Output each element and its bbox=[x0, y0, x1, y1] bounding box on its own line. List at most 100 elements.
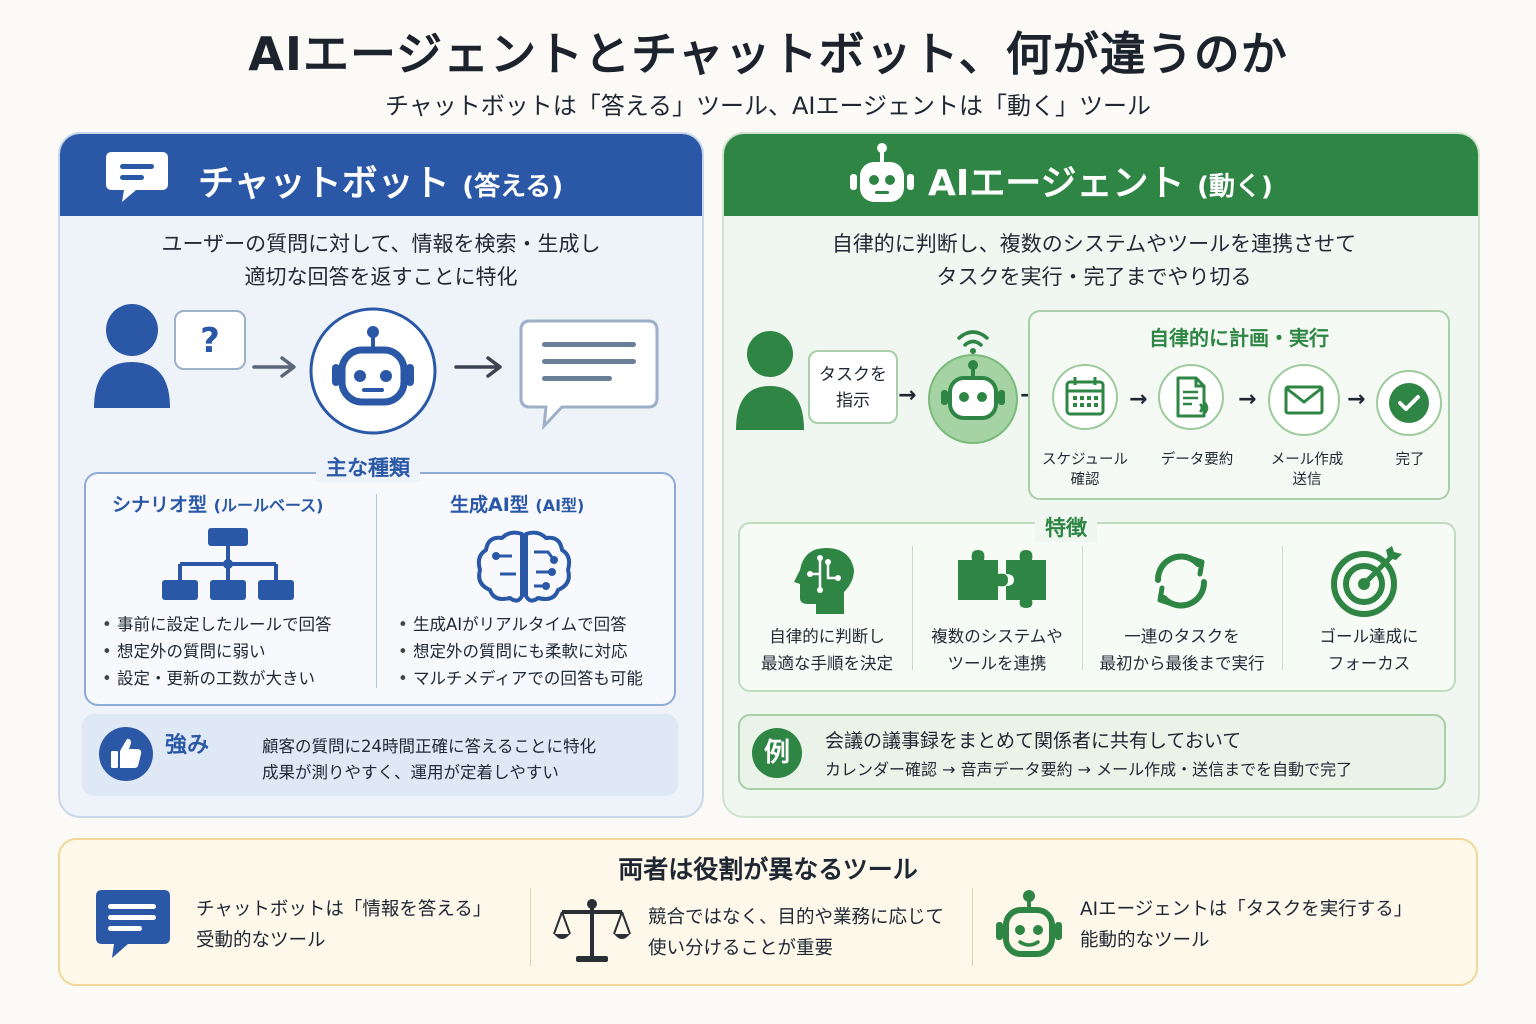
feature-line1: 複数のシステムや bbox=[931, 627, 1063, 646]
example-badge: 例 bbox=[752, 728, 802, 778]
scenario-title-text: シナリオ型 bbox=[112, 494, 208, 516]
feature-text: 一連のタスクを 最初から最後まで実行 bbox=[1084, 623, 1280, 677]
page-subtitle: チャットボットは「答える」ツール、AIエージェントは「動く」ツール bbox=[384, 92, 1152, 120]
robot-icon bbox=[309, 307, 437, 435]
list-item: マルチメディアでの回答も可能 bbox=[398, 665, 643, 692]
feature-line1: ゴール達成に bbox=[1319, 627, 1419, 646]
summary-line1: チャットボットは「情報を答える」 bbox=[196, 899, 492, 920]
feature-line2: 最適な手順を決定 bbox=[761, 654, 893, 673]
feature-line1: 一連のタスクを bbox=[1124, 627, 1240, 646]
strength-line1: 顧客の質問に24時間正確に答えることに特化 bbox=[262, 737, 597, 756]
agent-lead-line1: 自律的に判断し、複数のシステムやツールを連携させて bbox=[831, 232, 1357, 256]
list-item: 設定・更新の工数が大きい bbox=[102, 665, 331, 692]
chatbot-lead-line2: 適切な回答を返すことに特化 bbox=[244, 265, 518, 289]
step-label-done: 完了 bbox=[1370, 450, 1450, 470]
list-item: 生成AIがリアルタイムで回答 bbox=[398, 611, 643, 638]
feature-text: 複数のシステムや ツールを連携 bbox=[914, 623, 1080, 677]
agent-heading-text: AIエージェント bbox=[928, 163, 1185, 204]
list-item: 事前に設定したルールで回答 bbox=[102, 611, 332, 638]
step-mail bbox=[1268, 364, 1340, 436]
summary-divider bbox=[530, 888, 531, 966]
feature-divider bbox=[1282, 546, 1283, 670]
strength-box bbox=[82, 714, 678, 796]
step-done bbox=[1376, 370, 1442, 436]
arrow-right-icon: → bbox=[1347, 387, 1366, 412]
feature-text: ゴール達成に フォーカス bbox=[1284, 623, 1454, 677]
chatbot-header: チャットボット (答える) bbox=[60, 134, 702, 216]
instruction-line1: タスクを bbox=[819, 365, 887, 385]
chatbot-lead: ユーザーの質問に対して、情報を検索・生成し 適切な回答を返すことに特化 bbox=[58, 228, 704, 294]
summary-divider bbox=[972, 888, 973, 966]
step-label-schedule: スケジュール 確認 bbox=[1030, 450, 1140, 490]
feature-line2: フォーカス bbox=[1327, 654, 1411, 673]
ai-robot-wifi-icon bbox=[928, 330, 1018, 444]
user-icon bbox=[94, 304, 170, 408]
scenario-title-sub: (ルールベース) bbox=[213, 496, 324, 515]
chat-bubble-icon bbox=[106, 152, 168, 202]
generative-title-sub: (AI型) bbox=[535, 496, 585, 515]
features-box bbox=[738, 522, 1456, 692]
summary-agent-text: AIエージェントは「タスクを実行する」 能動的なツール bbox=[1080, 894, 1412, 956]
summary-line2: 受動的なツール bbox=[196, 930, 326, 951]
summary-line1: 競合ではなく、目的や業務に応じて bbox=[648, 907, 945, 928]
document-audio-icon bbox=[1176, 376, 1209, 418]
generative-title-text: 生成AI型 bbox=[450, 494, 529, 516]
scenario-title: シナリオ型 (ルールベース) bbox=[112, 490, 323, 517]
page-title: AIエージェントとチャットボット、何が違うのか bbox=[248, 27, 1288, 81]
check-circle-icon bbox=[1389, 383, 1429, 423]
summary-line2: 能動的なツール bbox=[1080, 930, 1210, 951]
step-summary bbox=[1158, 364, 1224, 430]
balance-scale-icon bbox=[553, 899, 631, 962]
instruction-bubble: タスクを 指示 bbox=[808, 350, 898, 424]
question-mark: ? bbox=[200, 321, 220, 361]
step-label-summary: データ要約 bbox=[1142, 450, 1252, 470]
list-item: 想定外の質問にも柔軟に対応 bbox=[398, 638, 643, 665]
summary-title: 両者は役割が異なるツール bbox=[618, 855, 918, 884]
generative-title: 生成AI型 (AI型) bbox=[450, 490, 584, 517]
agent-lead: 自律的に判断し、複数のシステムやツールを連携させて タスクを実行・完了までやり切… bbox=[722, 228, 1466, 294]
strength-line2: 成果が測りやすく、運用が定着しやすい bbox=[262, 763, 559, 782]
arrow-right-icon: → bbox=[1129, 387, 1148, 412]
summary-line1: AIエージェントは「タスクを実行する」 bbox=[1080, 899, 1413, 920]
question-bubble: ? bbox=[174, 310, 246, 370]
target-icon bbox=[1331, 546, 1402, 617]
types-label: 主な種類 bbox=[316, 452, 420, 482]
generative-bullets: 生成AIがリアルタイムで回答 想定外の質問にも柔軟に対応 マルチメディアでの回答… bbox=[398, 611, 643, 692]
feature-line2: ツールを連携 bbox=[947, 654, 1047, 673]
feature-text: 自律的に判断し 最適な手順を決定 bbox=[744, 623, 910, 677]
strength-text: 顧客の質問に24時間正確に答えることに特化 成果が測りやすく、運用が定着しやすい bbox=[262, 734, 596, 786]
summary-middle-text: 競合ではなく、目的や業務に応じて 使い分けることが重要 bbox=[648, 902, 944, 964]
chatbot-heading-text: チャットボット bbox=[198, 163, 450, 204]
example-flow: カレンダー確認 → 音声データ要約 → メール作成・送信までを自動で完了 bbox=[825, 760, 1353, 779]
step-label-line1: データ要約 bbox=[1160, 452, 1234, 468]
agent-lead-line2: タスクを実行・完了までやり切る bbox=[936, 265, 1252, 289]
chatbot-heading-sub: (答える) bbox=[462, 172, 564, 202]
robot-icon bbox=[996, 890, 1062, 957]
plan-label: 自律的に計画・実行 bbox=[1149, 326, 1329, 350]
step-label-line1: 完了 bbox=[1395, 452, 1425, 468]
chat-bubble-icon bbox=[96, 890, 170, 958]
chatbot-lead-line1: ユーザーの質問に対して、情報を検索・生成し bbox=[161, 232, 601, 256]
feature-line1: 自律的に判断し bbox=[769, 627, 885, 646]
step-label-line2: 確認 bbox=[1070, 472, 1100, 488]
feature-line2: 最初から最後まで実行 bbox=[1099, 654, 1265, 673]
step-label-line2: 送信 bbox=[1292, 472, 1322, 488]
step-label-mail: メール作成 送信 bbox=[1252, 450, 1362, 490]
instruction-line2: 指示 bbox=[836, 391, 870, 411]
thumbs-up-icon bbox=[99, 727, 153, 781]
types-divider bbox=[376, 494, 377, 688]
summary-line2: 使い分けることが重要 bbox=[648, 938, 834, 959]
strength-label: 強み bbox=[165, 733, 210, 758]
step-label-line1: スケジュール bbox=[1042, 452, 1128, 468]
robot-icon bbox=[850, 143, 914, 202]
mail-icon bbox=[1284, 385, 1324, 415]
cycle-arrows-icon bbox=[1154, 553, 1208, 609]
summary-box bbox=[58, 838, 1478, 986]
step-label-line1: メール作成 bbox=[1270, 452, 1344, 468]
hierarchy-icon bbox=[162, 528, 294, 600]
chatbot-heading: チャットボット (答える) bbox=[198, 154, 563, 206]
step-schedule bbox=[1052, 364, 1118, 430]
calendar-icon bbox=[1065, 377, 1105, 416]
agent-heading-sub: (動く) bbox=[1197, 172, 1273, 202]
feature-divider bbox=[912, 546, 913, 670]
